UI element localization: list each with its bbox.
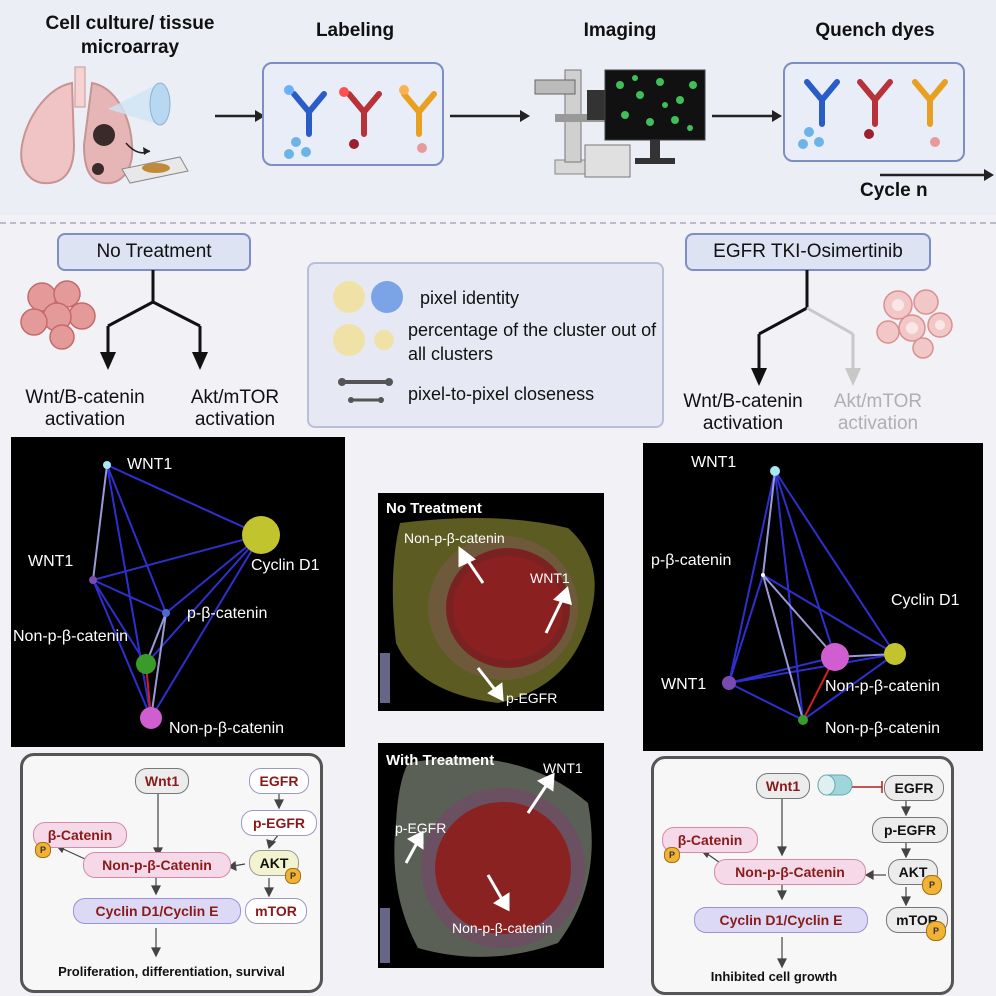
node-cyclin-d1 bbox=[884, 643, 906, 665]
workflow-arrow-1 bbox=[215, 110, 265, 122]
microscope-imaging-illustration bbox=[534, 69, 706, 178]
quenched-antibodies-icon bbox=[798, 79, 948, 149]
node-mtor: mTOR bbox=[245, 898, 307, 924]
spatial-colorbar bbox=[380, 908, 390, 963]
lung-tissue-illustration bbox=[20, 66, 189, 185]
label-non-p-upper: Non-p-β-catenin bbox=[825, 678, 940, 695]
node-egfr: EGFR bbox=[884, 775, 944, 801]
node-wnt1-top bbox=[770, 466, 780, 476]
node-p-egfr: p-EGFR bbox=[872, 817, 948, 843]
node-p-egfr: p-EGFR bbox=[241, 810, 317, 836]
legend-pixel-identity: pixel identity bbox=[420, 288, 520, 308]
step-labeling-title: Labeling bbox=[315, 20, 395, 41]
spatial-bottom-label-pegfr: p-EGFR bbox=[395, 820, 446, 836]
left-pathway-panel: Wnt1 EGFR p-EGFR β-Catenin P Non-p-β-Cat… bbox=[20, 753, 323, 993]
workflow-arrow-3 bbox=[712, 110, 782, 122]
workflow-arrow-2 bbox=[450, 110, 530, 122]
left-branch-akt-label: Akt/mTOR activation bbox=[190, 387, 280, 430]
label-wnt1-left: WNT1 bbox=[661, 676, 706, 693]
cluster-size-icon bbox=[333, 324, 394, 356]
spatial-map-no-treatment: No Treatment Non-p-β-catenin WNT1 p-EGFR bbox=[378, 493, 604, 711]
left-pathway-outcome: Proliferation, differentiation, survival bbox=[58, 964, 285, 979]
legend-box: pixel identity percentage of the cluster… bbox=[307, 262, 664, 428]
label-p-beta: p-β-catenin bbox=[651, 552, 731, 569]
left-branch-lines bbox=[100, 270, 208, 370]
node-wnt1-left bbox=[89, 576, 97, 584]
spatial-bottom-label-wnt1: WNT1 bbox=[543, 760, 583, 776]
right-pathway-arrows bbox=[700, 774, 911, 969]
closeness-icon bbox=[338, 378, 393, 403]
node-wnt1-top bbox=[103, 461, 111, 469]
node-p-beta-catenin bbox=[162, 609, 170, 617]
label-cyclin: Cyclin D1 bbox=[251, 557, 320, 574]
label-cyclin: Cyclin D1 bbox=[891, 592, 960, 609]
spatial-top-label-wnt1: WNT1 bbox=[530, 570, 570, 586]
right-branch-akt-label: Akt/mTOR activation bbox=[833, 391, 923, 434]
node-cyclin-d1 bbox=[242, 516, 280, 554]
osimertinib-capsule-icon bbox=[817, 774, 853, 796]
egfr-tki-label: EGFR TKI-Osimertinib bbox=[685, 233, 931, 271]
phospho-tag: P bbox=[926, 921, 946, 941]
label-p-beta: p-β-catenin bbox=[187, 605, 267, 622]
node-non-p-lower bbox=[140, 707, 162, 729]
labeling-box bbox=[262, 62, 444, 166]
phospho-tag: P bbox=[922, 875, 942, 895]
labeled-antibodies-icon bbox=[284, 85, 437, 159]
node-wnt1: Wnt1 bbox=[135, 768, 189, 794]
no-treatment-label: No Treatment bbox=[57, 233, 251, 271]
treated-cell-cluster-icon bbox=[876, 289, 953, 359]
node-non-p-beta-catenin: Non-p-β-Catenin bbox=[714, 859, 866, 885]
phospho-tag: P bbox=[285, 868, 301, 884]
node-non-p-lower bbox=[798, 715, 808, 725]
node-beta-catenin: β-Catenin bbox=[33, 822, 127, 848]
node-non-p-beta-catenin: Non-p-β-Catenin bbox=[83, 852, 231, 878]
right-pathway-panel: Wnt1 EGFR p-EGFR β-Catenin P Non-p-β-Cat… bbox=[651, 756, 954, 995]
step-quench-title: Quench dyes bbox=[815, 20, 935, 41]
legend-percentage: percentage of the cluster out of all clu… bbox=[408, 320, 657, 364]
quench-box bbox=[783, 62, 965, 162]
section-divider bbox=[0, 222, 996, 224]
left-network-graph: WNT1 WNT1 Cyclin D1 p-β-catenin Non-p-β-… bbox=[11, 437, 345, 747]
label-wnt1-top: WNT1 bbox=[691, 454, 736, 471]
phospho-tag: P bbox=[35, 842, 51, 858]
label-non-p-upper: Non-p-β-catenin bbox=[13, 628, 128, 645]
legend-closeness: pixel-to-pixel closeness bbox=[408, 384, 595, 404]
spatial-colorbar bbox=[380, 653, 390, 703]
right-pathway-outcome: Inhibited cell growth bbox=[710, 969, 838, 984]
node-non-p-upper bbox=[821, 643, 849, 671]
label-non-p-lower: Non-p-β-catenin bbox=[169, 720, 284, 737]
spatial-top-title: No Treatment bbox=[386, 500, 482, 517]
phospho-tag: P bbox=[664, 847, 680, 863]
right-network-graph: WNT1 p-β-catenin Cyclin D1 WNT1 Non-p-β-… bbox=[643, 443, 983, 751]
cycle-label: Cycle n bbox=[860, 180, 928, 201]
spatial-top-label-nonp: Non-p-β-catenin bbox=[404, 530, 505, 546]
step-imaging-title: Imaging bbox=[583, 20, 657, 41]
left-branch-wnt-label: Wnt/Β-catenin activation bbox=[25, 387, 145, 430]
node-mtor: mTOR bbox=[886, 907, 948, 933]
pixel-identity-icon bbox=[333, 281, 403, 313]
label-wnt1-top: WNT1 bbox=[127, 456, 172, 473]
node-p-beta-catenin bbox=[761, 573, 765, 577]
cycle-arrow bbox=[880, 169, 994, 181]
label-wnt1-left: WNT1 bbox=[28, 553, 73, 570]
node-wnt1-left bbox=[722, 676, 736, 690]
spatial-bottom-title: With Treatment bbox=[386, 752, 494, 769]
node-cyclin: Cyclin D1/Cyclin E bbox=[73, 898, 241, 924]
step-cell-culture-title: Cell culture/ tissue microarray bbox=[45, 13, 215, 58]
right-branch-wnt-label: Wnt/B-catenin activation bbox=[683, 391, 803, 434]
node-cyclin: Cyclin D1/Cyclin E bbox=[694, 907, 868, 933]
spatial-top-label-pegfr: p-EGFR bbox=[506, 690, 557, 706]
right-branch-lines bbox=[751, 270, 861, 386]
spatial-bottom-label-nonp: Non-p-β-catenin bbox=[452, 920, 553, 936]
untreated-cell-cluster-icon bbox=[20, 280, 96, 350]
node-egfr: EGFR bbox=[249, 768, 309, 794]
spatial-map-with-treatment: With Treatment WNT1 p-EGFR Non-p-β-caten… bbox=[378, 743, 604, 968]
node-wnt1: Wnt1 bbox=[756, 773, 810, 799]
node-non-p-upper bbox=[136, 654, 156, 674]
label-non-p-lower: Non-p-β-catenin bbox=[825, 720, 940, 737]
